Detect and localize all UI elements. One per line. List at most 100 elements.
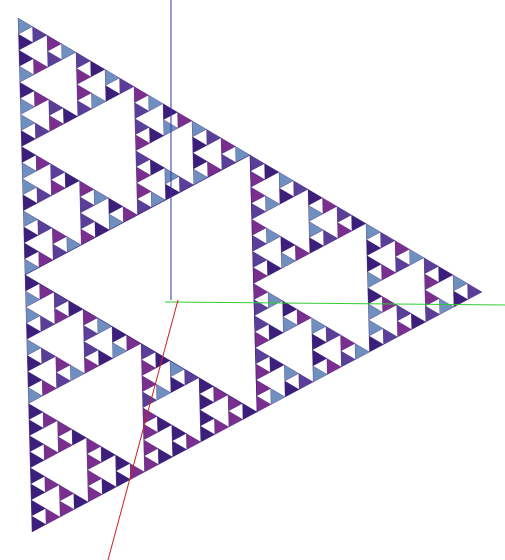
x-axis-line bbox=[164, 301, 505, 306]
fractal-cell bbox=[140, 343, 156, 360]
fractal-cell bbox=[122, 206, 138, 223]
fractal-cell bbox=[351, 214, 367, 232]
fractal-cell bbox=[162, 103, 178, 120]
fractal-cell bbox=[115, 454, 131, 472]
fractal-cell bbox=[157, 416, 173, 433]
fractal-cell bbox=[40, 315, 56, 333]
fractal-cell bbox=[111, 326, 127, 343]
fractal-cell bbox=[27, 371, 43, 388]
fractal-cell bbox=[20, 114, 36, 131]
fractal-cell bbox=[135, 134, 151, 152]
fractal-cell bbox=[255, 363, 271, 381]
fractal-cell bbox=[87, 469, 103, 487]
fractal-cell bbox=[250, 186, 266, 204]
fractal-cell bbox=[199, 393, 215, 411]
fractal-cell bbox=[213, 386, 229, 403]
fractal-cell bbox=[284, 380, 300, 398]
fractal-cell bbox=[235, 146, 251, 163]
fractal-cell bbox=[42, 411, 58, 429]
fractal-cell bbox=[141, 375, 157, 392]
fractal-cell bbox=[193, 168, 209, 186]
fractal-cell bbox=[86, 453, 102, 471]
fractal-cell bbox=[73, 493, 89, 510]
fractal-cell bbox=[365, 223, 381, 240]
fractal-cell bbox=[192, 136, 208, 154]
fractal-cell bbox=[23, 210, 39, 228]
fractal-cell bbox=[26, 322, 42, 340]
fractal-cell bbox=[192, 152, 208, 170]
fractal-cell bbox=[87, 485, 103, 503]
fractal-cell bbox=[336, 206, 352, 223]
fractal-cell bbox=[253, 283, 269, 300]
fractal-cell bbox=[143, 439, 159, 457]
fractal-cell bbox=[80, 212, 96, 230]
fractal-cell bbox=[265, 195, 281, 213]
fractal-cell bbox=[64, 171, 80, 189]
fractal-cell bbox=[423, 257, 439, 275]
fractal-cell bbox=[93, 189, 109, 206]
fractal-cell bbox=[366, 239, 382, 256]
fractal-cell bbox=[279, 187, 295, 205]
fractal-cell bbox=[325, 326, 341, 343]
fractal-cell bbox=[115, 470, 131, 488]
fractal-cell bbox=[322, 197, 338, 215]
fractal-cell bbox=[177, 111, 193, 129]
fractal-cell bbox=[250, 170, 266, 188]
fractal-cell bbox=[136, 198, 152, 216]
fractal-cell bbox=[254, 315, 270, 332]
fractal-cell bbox=[251, 202, 267, 220]
fractal-cell bbox=[326, 358, 342, 375]
fractal-cell bbox=[308, 205, 324, 222]
fractal-cell bbox=[90, 60, 106, 78]
fractal-outline bbox=[24, 154, 258, 413]
fractal-cell bbox=[21, 162, 37, 179]
fractal-cell bbox=[68, 300, 84, 318]
fractal-cell bbox=[104, 69, 120, 86]
fractal-cell bbox=[24, 274, 40, 292]
fractal-cell bbox=[278, 171, 294, 189]
fractal-cell bbox=[266, 227, 282, 245]
fractal-cell bbox=[255, 347, 271, 365]
fractal-cell bbox=[284, 364, 300, 382]
fractal-cell bbox=[41, 379, 57, 397]
fractal-cell bbox=[79, 196, 95, 214]
fractal-cell bbox=[264, 163, 280, 180]
fractal-cell bbox=[27, 387, 43, 404]
fractal-cell bbox=[368, 303, 384, 321]
fractal-cell bbox=[150, 159, 166, 176]
fractal-cell bbox=[76, 84, 92, 101]
fractal-cell bbox=[337, 222, 353, 239]
fractal-cell bbox=[52, 227, 68, 245]
fractal-cell bbox=[32, 26, 48, 43]
fractal-cell bbox=[29, 435, 45, 452]
fractal-cell bbox=[57, 420, 73, 437]
fractal-cell bbox=[29, 451, 45, 469]
fractal-cell bbox=[307, 188, 323, 206]
fractal-cell bbox=[150, 191, 166, 208]
fractal-cell bbox=[44, 476, 60, 493]
fractal-cell bbox=[22, 194, 38, 212]
fractal-cell bbox=[53, 291, 69, 309]
fractal-cell bbox=[19, 65, 35, 83]
fractal-cell bbox=[380, 231, 396, 249]
fractal-cell bbox=[25, 290, 41, 308]
fractal-cell bbox=[70, 364, 86, 382]
fractal-cell bbox=[256, 395, 272, 413]
fractal-cell bbox=[157, 448, 173, 465]
fractal-cell bbox=[424, 273, 440, 291]
fractal-cell bbox=[396, 304, 412, 322]
fractal-cell bbox=[282, 316, 298, 334]
fractal-cell bbox=[251, 218, 267, 236]
fractal-cell bbox=[425, 305, 441, 323]
fractal-cell bbox=[20, 98, 36, 115]
fractal-cell bbox=[46, 34, 62, 52]
fractal-cell bbox=[171, 424, 187, 442]
fractal-cell bbox=[84, 357, 100, 374]
fractal-cell bbox=[340, 350, 356, 368]
fractal-cell bbox=[126, 334, 142, 352]
fractal-cell bbox=[453, 290, 469, 308]
fractal-cell bbox=[35, 154, 51, 172]
fractal-cell bbox=[366, 255, 382, 272]
